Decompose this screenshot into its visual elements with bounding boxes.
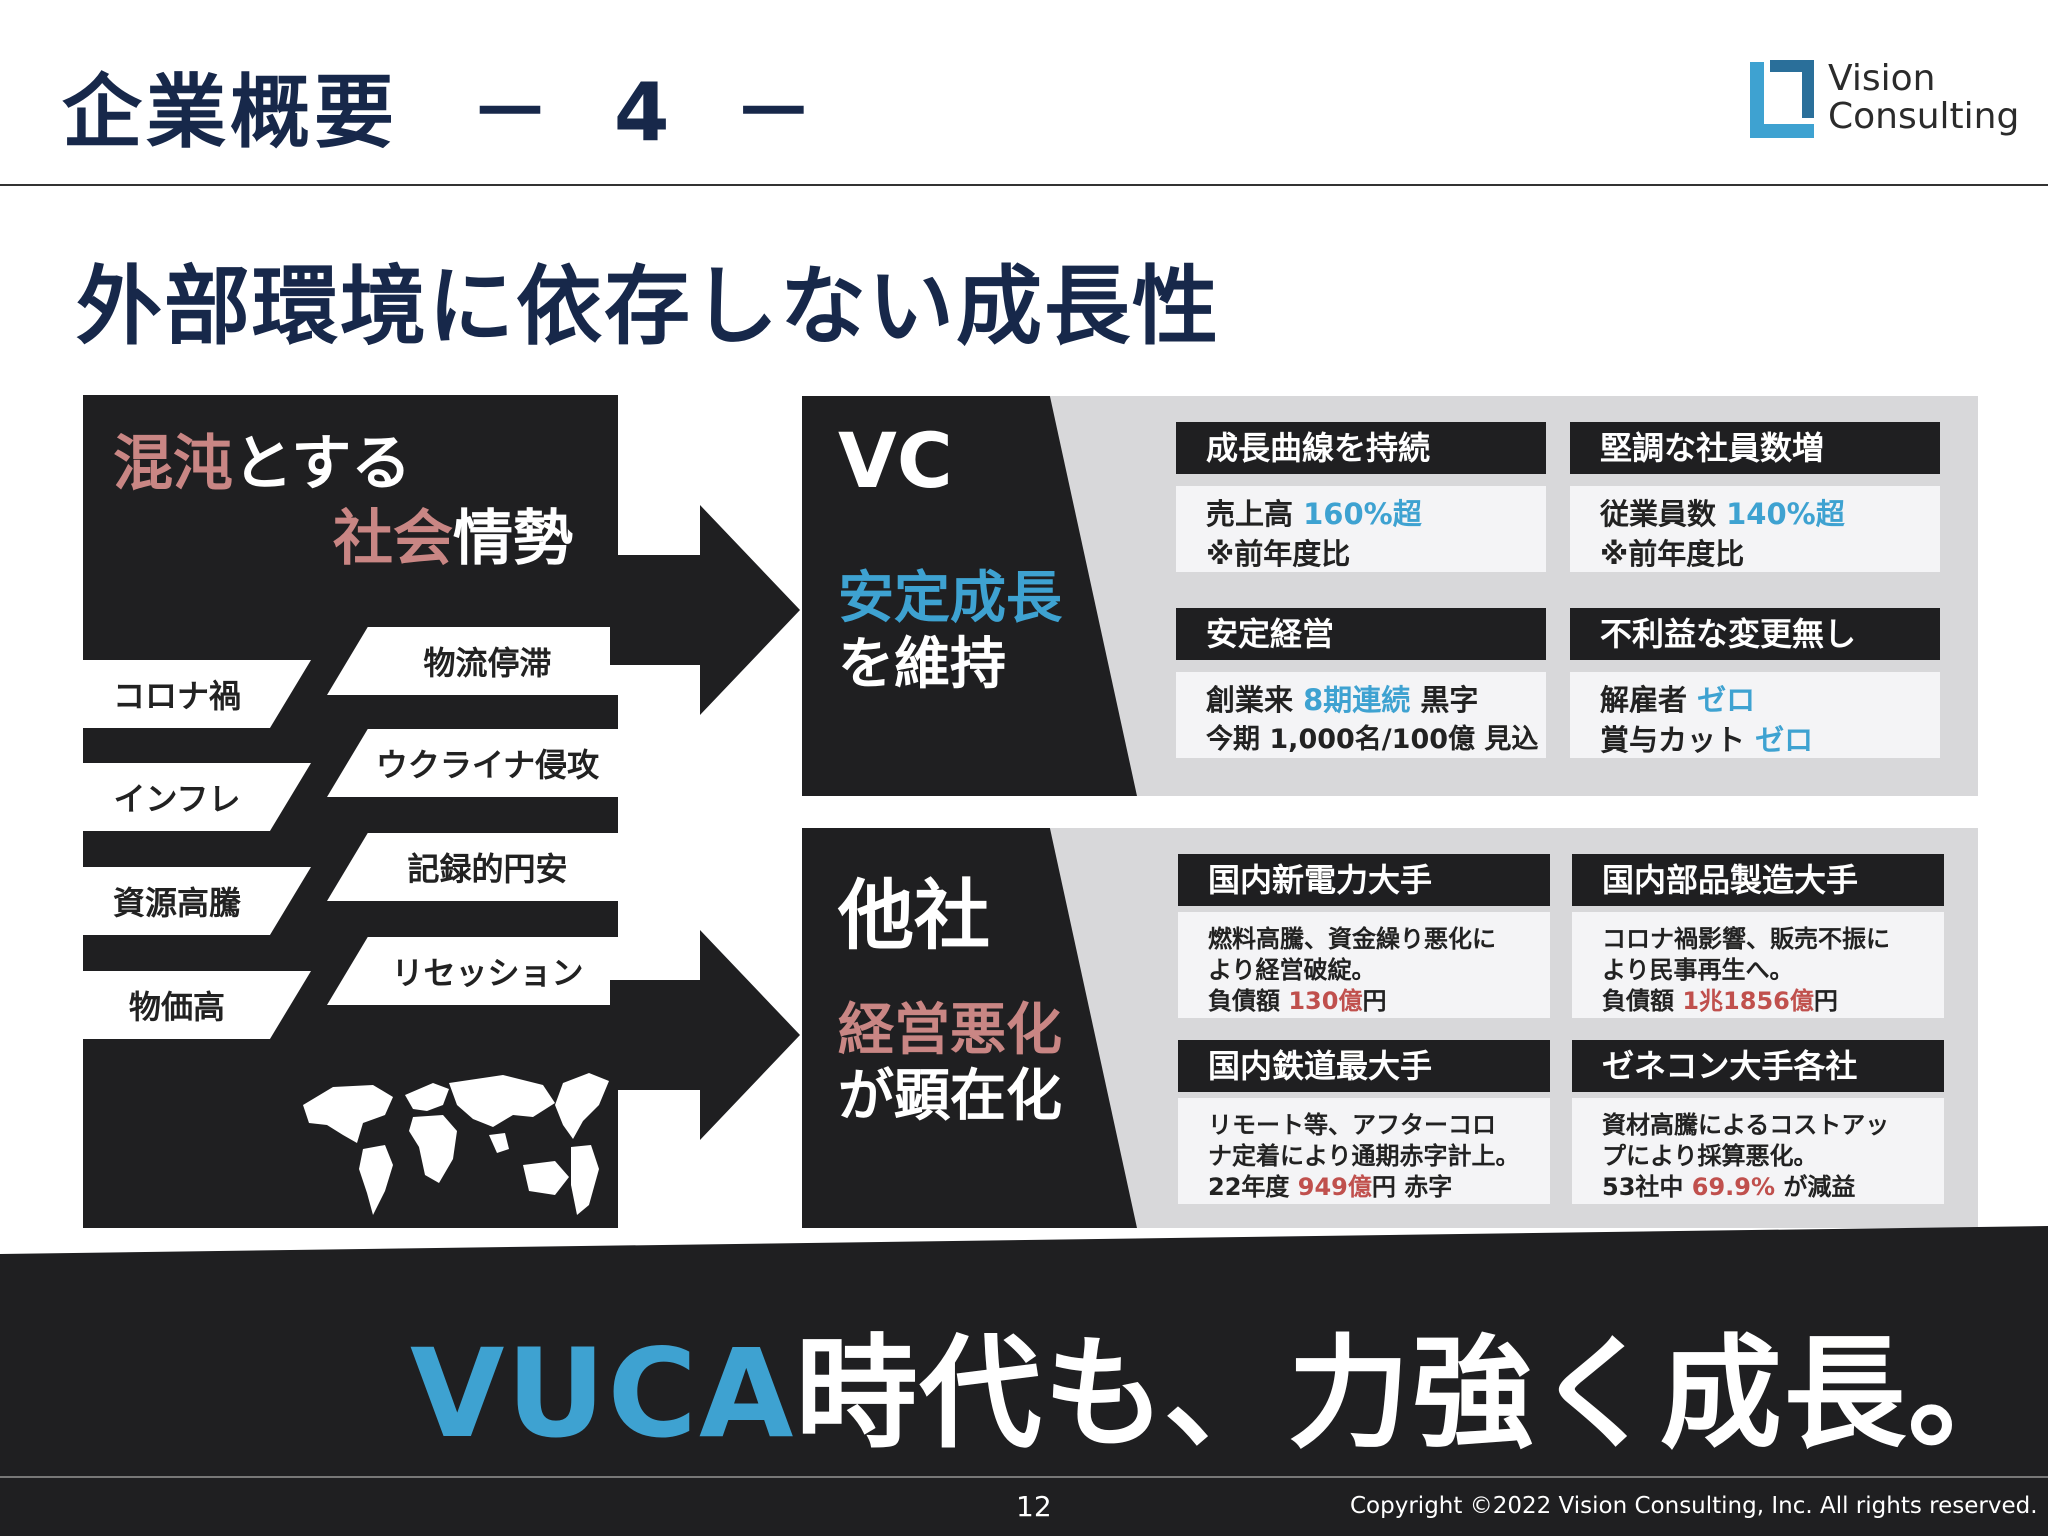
vc-subtitle-accent: 安定成長 bbox=[838, 566, 1062, 631]
tag-covid: コロナ禍 bbox=[83, 660, 311, 728]
company-logo-text: Vision Consulting bbox=[1828, 60, 2019, 136]
other-card-3-line-1: リモート等、アフターコロ bbox=[1208, 1111, 1496, 1139]
other-card-2-title: 国内部品製造大手 bbox=[1572, 854, 1944, 906]
other-card-1-body: 燃料高騰、資金繰り悪化に より経営破綻。 負債額 130億円 bbox=[1178, 912, 1550, 1018]
other-subtitle: 経営悪化 が顕在化 bbox=[838, 998, 1062, 1130]
vc-subtitle-rest: を維持 bbox=[838, 632, 1006, 697]
header-divider bbox=[0, 184, 2048, 186]
other-subtitle-rest: が顕在化 bbox=[838, 1064, 1062, 1129]
page-number: 12 bbox=[1016, 1490, 1052, 1523]
vc-card-1-title: 成長曲線を持続 bbox=[1176, 422, 1546, 474]
employees-note: ※前年度比 bbox=[1600, 537, 1745, 571]
other-card-4-body: 資材高騰によるコストアッ プにより採算悪化。 53社中 69.9% が減益 bbox=[1572, 1098, 1944, 1204]
tag-recession: リセッション bbox=[327, 937, 618, 1005]
debt-label: 負債額 bbox=[1208, 987, 1289, 1015]
vc-card-2-body: 従業員数 140%超 ※前年度比 bbox=[1570, 486, 1940, 572]
page-title: 企業概要 bbox=[62, 66, 398, 159]
profit-label: 黒字 bbox=[1410, 683, 1479, 717]
debt-value: 1兆1856億 bbox=[1682, 987, 1814, 1015]
tag-inflation: インフレ bbox=[83, 763, 311, 831]
social-situation-panel: 混沌とする 社会情勢 コロナ禍 インフレ 資源高騰 物価高 物流停滞 ウクライナ… bbox=[83, 395, 618, 1228]
fiscal-year-label: 22年度 bbox=[1208, 1173, 1298, 1201]
other-card-3-body: リモート等、アフターコロ ナ定着により通期赤字計上。 22年度 949億円 赤字 bbox=[1178, 1098, 1550, 1204]
vision-consulting-logo-icon bbox=[1750, 60, 1814, 138]
footer bbox=[0, 1476, 2048, 1536]
other-companies-label: 他社 bbox=[838, 871, 990, 960]
vc-card-3-title: 安定経営 bbox=[1176, 608, 1546, 660]
arrow-to-others-icon bbox=[610, 930, 800, 1140]
tag-ukraine-invasion: ウクライナ侵攻 bbox=[327, 729, 618, 797]
other-card-1-title: 国内新電力大手 bbox=[1178, 854, 1550, 906]
sales-label: 売上高 bbox=[1206, 497, 1304, 531]
chaos-accent-1: 混沌 bbox=[113, 429, 233, 499]
tag-logistics-stall: 物流停滞 bbox=[327, 627, 618, 695]
chaos-line-2: 社会情勢 bbox=[333, 490, 573, 577]
other-card-3-title: 国内鉄道最大手 bbox=[1178, 1040, 1550, 1092]
sales-growth-value: 160%超 bbox=[1303, 497, 1422, 531]
decline-label: が減益 bbox=[1775, 1173, 1856, 1201]
world-map-icon bbox=[303, 1073, 609, 1215]
slogan-accent: VUCA bbox=[410, 1323, 796, 1465]
chaos-line-1: 混沌とする bbox=[113, 415, 411, 502]
debt-value: 130億 bbox=[1288, 987, 1363, 1015]
vc-panel: VC 安定成長 を維持 成長曲線を持続 売上高 160%超 ※前年度比 堅調な社… bbox=[802, 396, 1978, 796]
tag-price-rise: 物価高 bbox=[83, 971, 311, 1039]
slide-headline: 外部環境に依存しない成長性 bbox=[76, 257, 1220, 357]
sales-note: ※前年度比 bbox=[1206, 537, 1351, 571]
section-number: － 4 － bbox=[470, 66, 832, 159]
bonus-cut-value: ゼロ bbox=[1755, 723, 1814, 757]
logo-line-2: Consulting bbox=[1828, 96, 2020, 137]
forecast-text: 今期 1,000名/100億 見込 bbox=[1206, 724, 1539, 755]
chaos-accent-2: 社会 bbox=[333, 504, 453, 574]
deficit-unit: 円 赤字 bbox=[1371, 1173, 1453, 1201]
logo-line-1: Vision bbox=[1828, 58, 1936, 99]
other-card-3-line-2: ナ定着により通期赤字計上。 bbox=[1208, 1142, 1520, 1170]
other-card-2-line-2: より民事再生へ。 bbox=[1602, 956, 1794, 984]
vc-subtitle: 安定成長 を維持 bbox=[838, 566, 1062, 698]
bonus-cut-label: 賞与カット bbox=[1600, 723, 1756, 757]
other-card-2-body: コロナ禍影響、販売不振に より民事再生へ。 負債額 1兆1856億円 bbox=[1572, 912, 1944, 1018]
other-card-4-line-1: 資材高騰によるコストアッ bbox=[1602, 1111, 1890, 1139]
copyright-notice: Copyright ©2022 Vision Consulting, Inc. … bbox=[1350, 1493, 2038, 1519]
chaos-rest-2: 情勢 bbox=[453, 504, 573, 574]
other-companies-panel: 他社 経営悪化 が顕在化 国内新電力大手 燃料高騰、資金繰り悪化に より経営破綻… bbox=[802, 828, 1978, 1228]
decline-ratio-value: 69.9% bbox=[1691, 1173, 1776, 1201]
vc-card-4-title: 不利益な変更無し bbox=[1570, 608, 1940, 660]
consecutive-periods-value: 8期連続 bbox=[1303, 683, 1411, 717]
employees-growth-value: 140%超 bbox=[1726, 497, 1845, 531]
layoffs-label: 解雇者 bbox=[1600, 683, 1698, 717]
vc-label: VC bbox=[838, 416, 953, 505]
debt-label: 負債額 bbox=[1602, 987, 1683, 1015]
companies-count-label: 53社中 bbox=[1602, 1173, 1692, 1201]
vc-card-3-body: 創業来 8期連続 黒字 今期 1,000名/100億 見込 bbox=[1176, 672, 1546, 758]
tag-resource-surge: 資源高騰 bbox=[83, 867, 311, 935]
vc-card-4-body: 解雇者 ゼロ 賞与カット ゼロ bbox=[1570, 672, 1940, 758]
slogan-band bbox=[0, 1226, 2048, 1476]
chaos-rest-1: とする bbox=[233, 429, 412, 499]
other-card-1-line-1: 燃料高騰、資金繰り悪化に bbox=[1208, 925, 1496, 953]
debt-unit: 円 bbox=[1362, 987, 1387, 1015]
deficit-value: 949億 bbox=[1297, 1173, 1372, 1201]
employees-label: 従業員数 bbox=[1600, 497, 1727, 531]
since-founding-label: 創業来 bbox=[1206, 683, 1304, 717]
other-card-2-line-1: コロナ禍影響、販売不振に bbox=[1602, 925, 1890, 953]
debt-unit: 円 bbox=[1813, 987, 1838, 1015]
layoffs-value: ゼロ bbox=[1697, 683, 1756, 717]
other-card-1-line-2: より経営破綻。 bbox=[1208, 956, 1376, 984]
arrow-to-vc-icon bbox=[610, 505, 800, 715]
vc-card-1-body: 売上高 160%超 ※前年度比 bbox=[1176, 486, 1546, 572]
tag-record-weak-yen: 記録的円安 bbox=[327, 833, 618, 901]
other-card-4-line-2: プにより採算悪化。 bbox=[1602, 1142, 1818, 1170]
slogan: VUCA時代も、力強く成長。 bbox=[410, 1295, 2032, 1472]
slogan-rest: 時代も、力強く成長。 bbox=[795, 1323, 2032, 1465]
other-subtitle-accent: 経営悪化 bbox=[838, 998, 1062, 1063]
vc-card-2-title: 堅調な社員数増 bbox=[1570, 422, 1940, 474]
other-card-4-title: ゼネコン大手各社 bbox=[1572, 1040, 1944, 1092]
